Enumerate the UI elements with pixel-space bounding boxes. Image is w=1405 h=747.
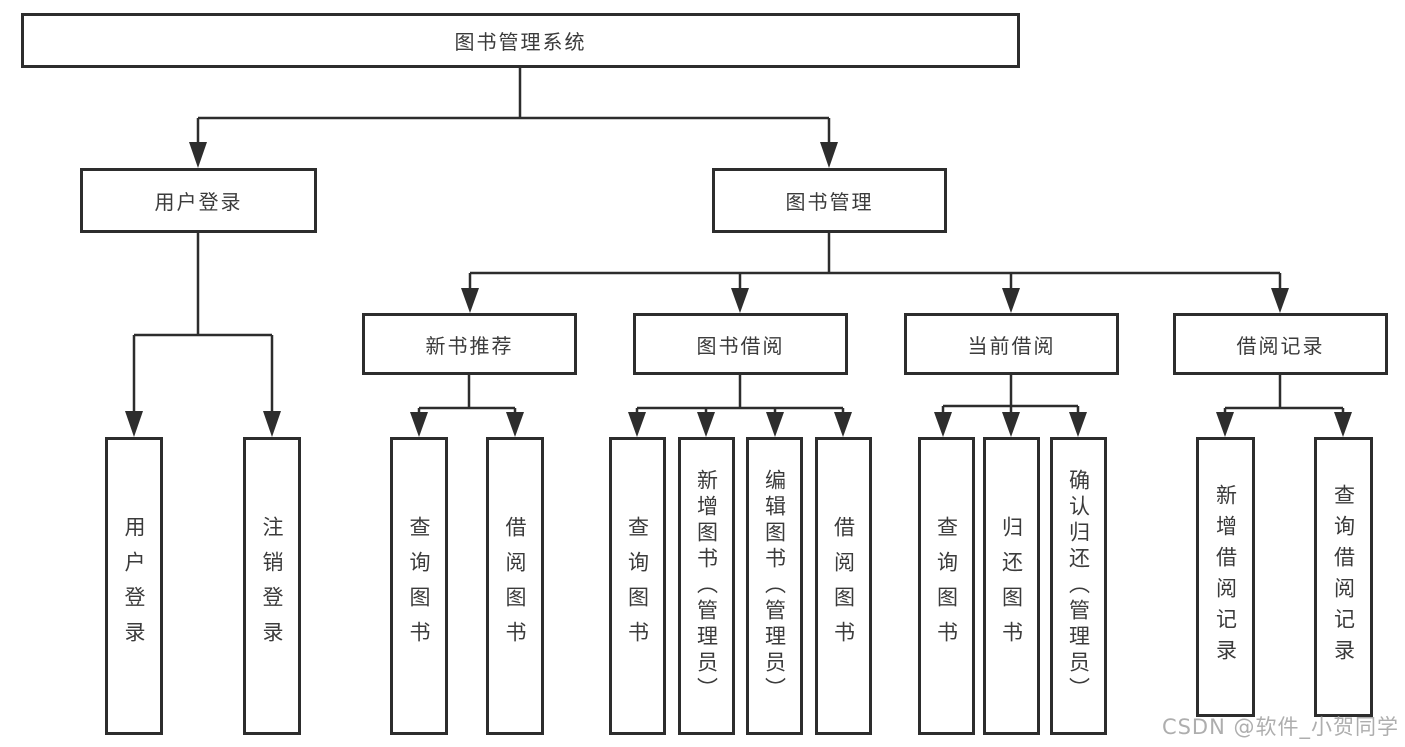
csdn-watermark: CSDN @软件_小贺同学	[1161, 715, 1399, 739]
arrow-icon	[410, 412, 428, 437]
arrow-icon	[1271, 288, 1289, 313]
leaf-label: 用户登录	[122, 516, 146, 656]
leaf-confirm-return-admin: 确认归还（管理员）	[1050, 437, 1107, 735]
leaf-label: 借阅图书	[831, 516, 856, 656]
leaf-label: 查询图书	[407, 516, 431, 656]
arrow-icon	[189, 142, 207, 168]
arrow-icon	[834, 412, 852, 437]
arrow-icon	[934, 412, 952, 437]
leaf-label: 借阅图书	[503, 516, 527, 656]
connector-borrow-records-to-leaves	[1223, 375, 1345, 416]
leaf-query-books-1: 查询图书	[390, 437, 448, 735]
arrow-icon	[1216, 412, 1234, 437]
connector-current-borrow-to-leaves	[941, 375, 1080, 416]
leaf-borrow-books-1: 借阅图书	[486, 437, 544, 735]
node-book-borrow-label: 图书借阅	[696, 333, 785, 358]
leaf-logout: 注销登录	[243, 437, 301, 735]
node-new-books-label: 新书推荐	[425, 333, 514, 358]
leaf-label: 确认归还（管理员）	[1066, 469, 1091, 703]
node-borrow-records-label: 借阅记录	[1236, 333, 1325, 358]
leaf-user-login: 用户登录	[105, 437, 163, 735]
node-borrow-records: 借阅记录	[1173, 313, 1388, 375]
leaf-return-books: 归还图书	[983, 437, 1040, 735]
arrow-icon	[263, 411, 281, 437]
arrowheads	[125, 142, 1352, 437]
leaf-label: 查询图书	[934, 516, 959, 656]
leaf-label: 查询借阅记录	[1331, 484, 1356, 670]
node-current-borrow-label: 当前借阅	[967, 333, 1056, 358]
arrow-icon	[731, 288, 749, 313]
node-root: 图书管理系统	[21, 13, 1020, 68]
connector-user-login-to-leaves	[132, 233, 274, 415]
node-current-borrow: 当前借阅	[904, 313, 1119, 375]
node-user-login: 用户登录	[80, 168, 317, 233]
leaf-label: 新增借阅记录	[1213, 484, 1238, 670]
arrow-icon	[628, 412, 646, 437]
arrow-icon	[125, 411, 143, 437]
leaf-label: 新增图书（管理员）	[694, 469, 719, 703]
node-book-management: 图书管理	[712, 168, 947, 233]
arrow-icon	[461, 288, 479, 313]
leaf-add-borrow-record: 新增借阅记录	[1196, 437, 1255, 717]
node-root-label: 图书管理系统	[454, 30, 587, 54]
leaf-label: 编辑图书（管理员）	[762, 469, 787, 703]
arrow-icon	[1334, 412, 1352, 437]
arrow-icon	[1069, 412, 1087, 437]
node-book-management-label: 图书管理	[785, 190, 874, 214]
leaf-edit-books-admin: 编辑图书（管理员）	[746, 437, 803, 735]
leaf-label: 查询图书	[625, 516, 650, 656]
leaf-label: 归还图书	[999, 516, 1024, 656]
connector-book-borrow-to-leaves	[635, 375, 845, 416]
arrow-icon	[1002, 288, 1020, 313]
arrow-icon	[1002, 412, 1020, 437]
arrow-icon	[766, 412, 784, 437]
leaf-query-books-2: 查询图书	[609, 437, 666, 735]
node-new-books: 新书推荐	[362, 313, 577, 375]
leaf-borrow-books-2: 借阅图书	[815, 437, 872, 735]
connector-root-to-level2	[196, 68, 831, 146]
arrow-icon	[820, 142, 838, 168]
node-book-borrow: 图书借阅	[633, 313, 848, 375]
arrow-icon	[697, 412, 715, 437]
connector-book-management-to-level3	[468, 233, 1282, 291]
connector-new-books-to-leaves	[417, 375, 517, 416]
leaf-query-books-3: 查询图书	[918, 437, 975, 735]
arrow-icon	[506, 412, 524, 437]
node-user-login-label: 用户登录	[154, 190, 243, 214]
leaf-query-borrow-record: 查询借阅记录	[1314, 437, 1373, 717]
leaf-add-books-admin: 新增图书（管理员）	[678, 437, 735, 735]
leaf-label: 注销登录	[260, 516, 284, 656]
